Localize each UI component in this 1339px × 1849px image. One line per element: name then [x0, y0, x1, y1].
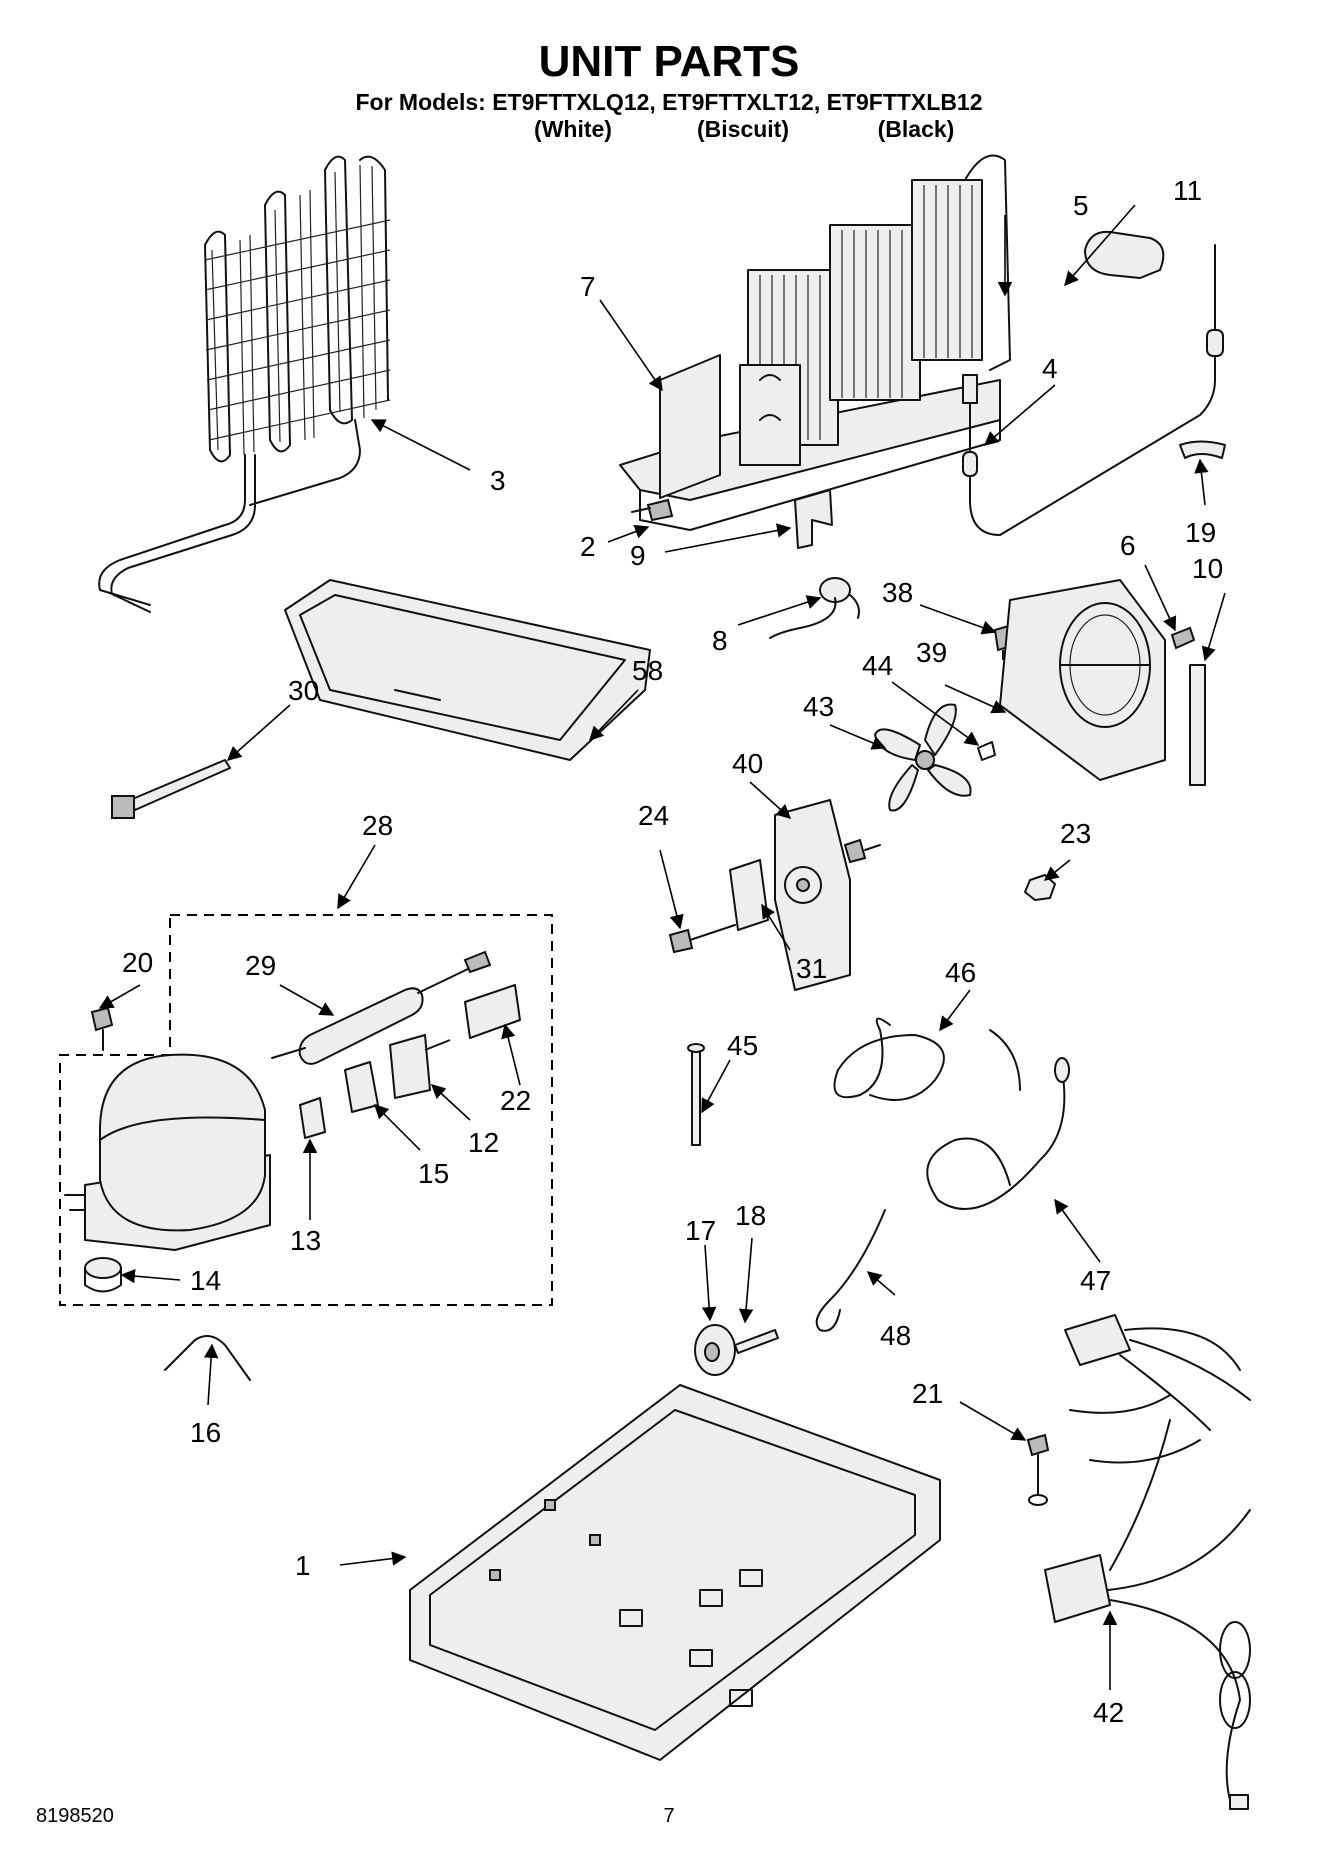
screw-part-20 — [90, 1006, 114, 1051]
callout-14: 14 — [190, 1265, 221, 1296]
callout-10: 10 — [1192, 553, 1223, 584]
callout-11: 11 — [1173, 175, 1202, 206]
tubing-part-48 — [815, 1209, 886, 1332]
color-black: (Black) — [878, 116, 955, 142]
clip-part-9 — [794, 489, 833, 549]
callout-13: 13 — [290, 1225, 321, 1256]
cover-part-11 — [1084, 230, 1165, 279]
leader-lines — [98, 204, 1226, 1690]
start-relay — [389, 1034, 451, 1099]
clip-wire — [164, 1335, 251, 1381]
callout-24: 24 — [638, 800, 669, 831]
screw-part-6 — [1170, 626, 1196, 650]
terminal-clip — [299, 1097, 326, 1139]
callout-4: 4 — [1042, 353, 1058, 384]
callout-16: 16 — [190, 1417, 221, 1448]
callout-45: 45 — [727, 1030, 758, 1061]
screw-part-2 — [631, 498, 674, 522]
drain-tray — [284, 579, 651, 761]
motor-bracket — [729, 859, 769, 931]
wire-harness — [1044, 1314, 1251, 1810]
callout-15: 15 — [418, 1158, 449, 1189]
thermal-fuse — [769, 577, 860, 639]
screw-part-21 — [1026, 1433, 1050, 1506]
document-number: 8198520 — [36, 1805, 114, 1827]
callout-8: 8 — [712, 625, 728, 656]
callout-39: 39 — [916, 637, 947, 668]
defrost-thermostat-wire — [962, 244, 1224, 536]
callout-20: 20 — [122, 947, 153, 978]
callout-21: 21 — [912, 1378, 943, 1409]
callout-48: 48 — [880, 1320, 911, 1351]
callout-30: 30 — [288, 675, 319, 706]
color-biscuit: (Biscuit) — [697, 116, 789, 142]
fan-blade — [874, 703, 972, 812]
page-title: UNIT PARTS — [539, 37, 800, 86]
gasket-strip — [1189, 664, 1206, 786]
filter-drier — [271, 950, 492, 1065]
callout-numbers: 1 2 3 4 5 6 7 8 9 10 11 12 13 14 15 16 1… — [122, 175, 1223, 1728]
fan-clip — [977, 741, 996, 761]
callout-6: 6 — [1120, 530, 1136, 561]
callout-12: 12 — [468, 1127, 499, 1158]
tubing-part-46 — [833, 1017, 1021, 1101]
callout-23: 23 — [1060, 818, 1091, 849]
evaporator-assembly — [619, 154, 1011, 531]
screw-part-24 — [668, 924, 736, 954]
callout-43: 43 — [803, 691, 834, 722]
grommet — [84, 1257, 122, 1293]
compressor — [64, 1053, 271, 1251]
base-frame — [409, 1384, 941, 1761]
callout-3: 3 — [490, 465, 506, 496]
relay-cover — [464, 984, 521, 1039]
roller-screw — [734, 1329, 779, 1354]
roller — [694, 1324, 736, 1376]
callout-28: 28 — [362, 810, 393, 841]
overload-protector — [344, 1061, 379, 1113]
callout-5: 5 — [1073, 190, 1089, 221]
callout-31: 31 — [796, 953, 827, 984]
callout-17: 17 — [685, 1215, 716, 1246]
pin — [687, 1043, 705, 1146]
callout-9: 9 — [630, 540, 646, 571]
fan-shroud — [999, 579, 1166, 781]
page-number: 7 — [663, 1805, 674, 1827]
callout-18: 18 — [735, 1200, 766, 1231]
callout-58: 58 — [632, 655, 663, 686]
callout-19: 19 — [1185, 517, 1216, 548]
callout-29: 29 — [245, 950, 276, 981]
callout-38: 38 — [882, 577, 913, 608]
condenser-coil — [98, 155, 391, 613]
callout-22: 22 — [500, 1085, 531, 1116]
callout-7: 7 — [580, 271, 596, 302]
nut-part-23 — [1024, 874, 1056, 901]
callout-46: 46 — [945, 957, 976, 988]
callout-47: 47 — [1080, 1265, 1111, 1296]
callout-2: 2 — [580, 531, 596, 562]
cable-tie — [111, 759, 231, 819]
models-line: For Models: ET9FTTXLQ12, ET9FTTXLT12, ET… — [355, 89, 982, 115]
clip-part-19 — [1179, 440, 1226, 459]
callout-42: 42 — [1093, 1697, 1124, 1728]
color-white: (White) — [534, 116, 612, 142]
fan-motor — [774, 799, 881, 991]
callout-40: 40 — [732, 748, 763, 779]
callout-44: 44 — [862, 650, 893, 681]
callout-1: 1 — [295, 1550, 311, 1581]
tubing-part-47 — [926, 1057, 1070, 1210]
